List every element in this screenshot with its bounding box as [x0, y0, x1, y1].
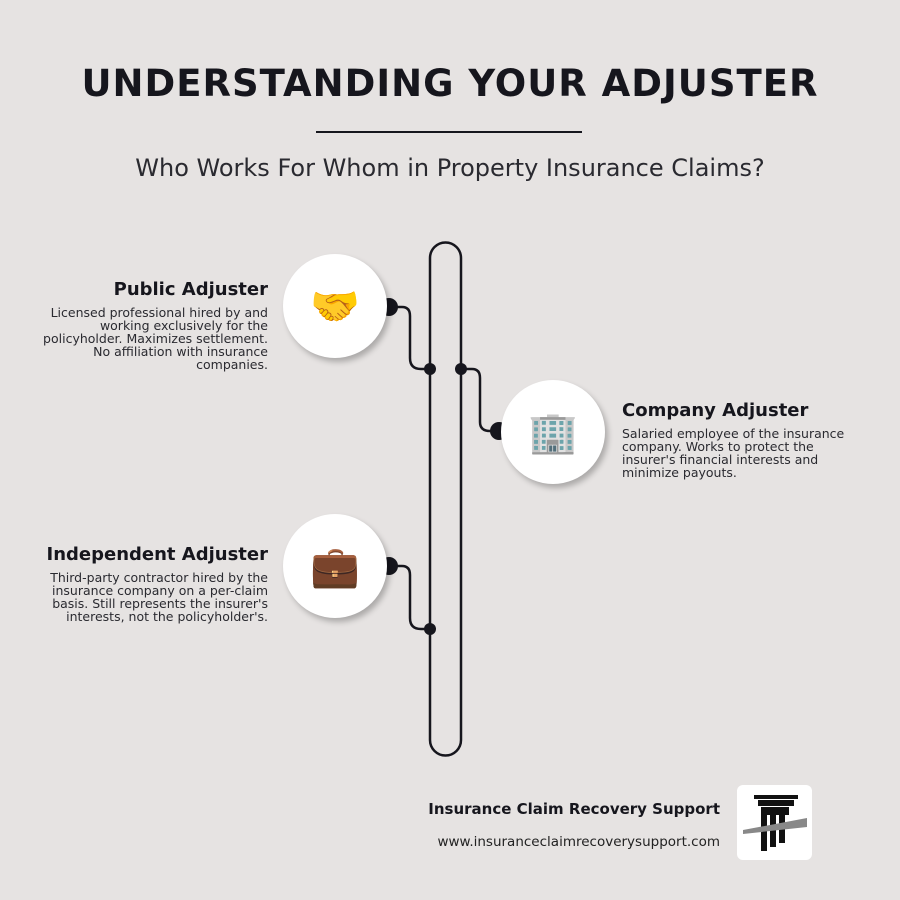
connector-public	[389, 305, 430, 371]
independent-adjuster-card: Independent Adjuster Third-party contrac…	[38, 544, 269, 624]
page-subtitle: Who Works For Whom in Property Insurance…	[135, 154, 765, 182]
connector-independent	[389, 564, 430, 631]
company-adjuster-description: Salaried employee of the insurance compa…	[622, 426, 845, 480]
company-adjuster-card: Company Adjuster Salaried employee of th…	[622, 400, 852, 479]
brand-name: Insurance Claim Recovery Support	[428, 800, 720, 818]
public-adjuster-description: Licensed professional hired by and worki…	[43, 305, 268, 372]
pillar-logo-icon	[743, 795, 807, 851]
briefcase-icon: 💼	[283, 514, 387, 618]
page-title: UNDERSTANDING YOUR ADJUSTER	[81, 62, 819, 105]
independent-adjuster-description: Third-party contractor hired by the insu…	[50, 570, 268, 624]
dot-public-junction	[424, 363, 436, 375]
website-link[interactable]: www.insuranceclaimrecoverysupport.com	[437, 834, 720, 850]
central-loop	[428, 241, 463, 757]
handshake-icon: 🤝	[283, 254, 387, 358]
brand-logo	[737, 785, 812, 860]
connector-company	[461, 367, 499, 433]
dot-company-junction	[455, 363, 467, 375]
independent-adjuster-title: Independent Adjuster	[46, 544, 269, 565]
title-divider	[316, 131, 582, 133]
company-adjuster-title: Company Adjuster	[622, 400, 809, 421]
public-adjuster-title: Public Adjuster	[113, 279, 268, 300]
dot-independent-junction	[424, 623, 436, 635]
public-adjuster-card: Public Adjuster Licensed professional hi…	[38, 279, 268, 371]
office-building-icon: 🏢	[501, 380, 605, 484]
